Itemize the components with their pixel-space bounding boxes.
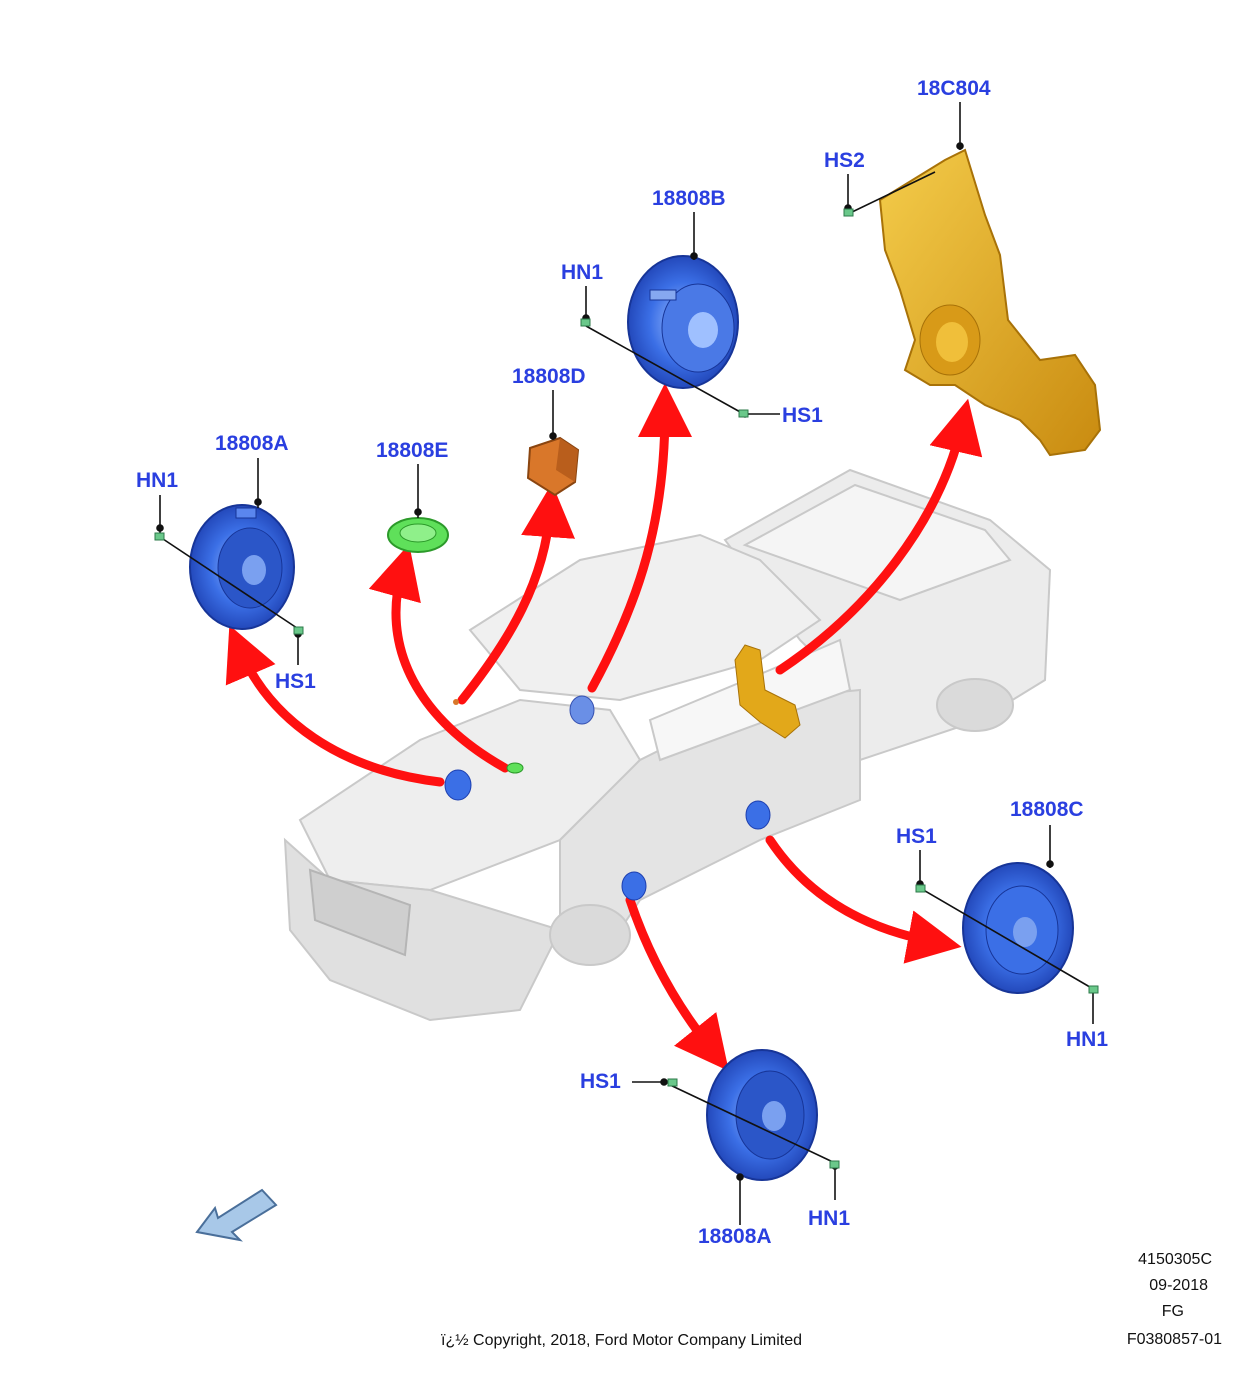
label-hs-subwoofer: HS2: [824, 149, 865, 172]
mounted-subwoofer: [734, 644, 801, 739]
mounted-tweeter-e: [506, 762, 524, 774]
arrow-front-right: [587, 383, 692, 693]
fasteners: [154, 208, 1099, 1169]
label-hn-rear-right: HN1: [1066, 1028, 1109, 1051]
speaker-rear-right: [962, 862, 1074, 994]
label-hn-rear-left: HN1: [808, 1207, 851, 1230]
speaker-front-right: [627, 255, 739, 389]
label-hn-front-left: HN1: [136, 469, 179, 492]
arrow-front-left: [225, 625, 445, 787]
arrow-tweeter-e: [368, 543, 510, 773]
label-part-tweeter-e: 18808E: [376, 439, 449, 462]
code-label: FG: [1161, 1303, 1184, 1320]
mounted-speaker-front-left: [444, 769, 472, 801]
label-hn-front-right: HN1: [561, 261, 604, 284]
label-part-front-left: 18808A: [215, 432, 289, 455]
label-part-tweeter-d: 18808D: [512, 365, 586, 388]
arrow-rear-left: [625, 895, 729, 1072]
reference-number: 4150305C: [1138, 1251, 1212, 1268]
label-hs-front-right: HS1: [782, 404, 823, 427]
arrow-tweeter-d: [457, 483, 575, 705]
subwoofer-18C804: [878, 148, 1102, 457]
speaker-front-left: [189, 504, 295, 630]
mounted-speaker-rear-left: [621, 871, 647, 901]
label-part-rear-right: 18808C: [1010, 798, 1084, 821]
arrow-rear-right: [765, 835, 962, 964]
tweeter-18808E: [387, 517, 449, 553]
label-part-front-right: 18808B: [652, 187, 726, 210]
mounted-speaker-rear-right: [745, 800, 771, 830]
label-part-rear-left: 18808A: [698, 1225, 772, 1248]
speaker-rear-left: [706, 1049, 818, 1181]
revision-date: 09-2018: [1149, 1277, 1208, 1294]
label-hs-front-left: HS1: [275, 670, 316, 693]
figure-id: F0380857-01: [1126, 1331, 1222, 1348]
arrow-subwoofer: [775, 398, 983, 675]
vehicle-front-direction-icon: [195, 1188, 278, 1242]
mounted-speaker-front-right: [569, 695, 595, 725]
copyright-notice: ï¿½ Copyright, 2018, Ford Motor Company …: [441, 1332, 803, 1349]
label-part-subwoofer: 18C804: [917, 77, 991, 100]
label-hs-rear-left: HS1: [580, 1070, 621, 1093]
mounted-tweeter-d: [453, 699, 459, 705]
installation-arrows: [225, 383, 983, 1072]
label-hs-rear-right: HS1: [896, 825, 937, 848]
tweeter-18808D: [526, 436, 580, 497]
